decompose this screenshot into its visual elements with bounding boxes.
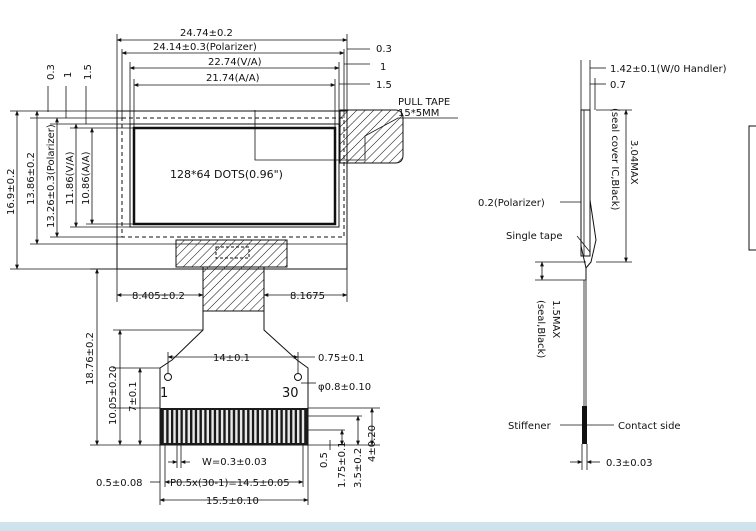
hole-edge-dim: 0.75±0.1 (318, 353, 365, 364)
va-height-dim: 11.86(V/A) (65, 151, 76, 205)
contact-pads (160, 408, 308, 445)
contact-pad (235, 410, 238, 443)
contact-pad (225, 410, 229, 443)
front-view: 128*64 DOTS(0.96") PULL TAPE 15*5MM 24.7… (6, 28, 458, 446)
contact-pad (173, 410, 176, 443)
aa-height-dim: 10.86(A/A) (81, 151, 92, 205)
contact-pad (297, 410, 300, 443)
pull-tape-size: 15*5MM (398, 108, 439, 119)
pad-section-dim: 7±0.1 (128, 381, 139, 412)
contact-pad (259, 410, 262, 443)
fpc-width-dim: 15.5±0.10 (206, 496, 259, 507)
contact-side-label: Contact side (618, 421, 681, 432)
stiffener (582, 406, 587, 444)
contact-pad (163, 410, 167, 443)
active-area (132, 126, 337, 226)
edge-margin-dim: 0.5±0.08 (96, 478, 143, 489)
glass-height-dim: 13.86±0.2 (26, 152, 37, 205)
contact-pad (220, 410, 224, 443)
contact-pad (197, 410, 200, 443)
fpc-neck (202, 266, 265, 312)
dim-3-5: 3.5±0.2 (353, 448, 364, 488)
right-offset-2: 1 (380, 62, 386, 73)
bottom-band (0, 522, 756, 531)
stiffener-label: Stiffener (508, 421, 552, 432)
pin-width-dim: W=0.3±0.03 (202, 457, 267, 468)
polarizer-outline (121, 117, 345, 238)
display-resolution-label: 128*64 DOTS(0.96") (170, 168, 283, 181)
pull-tape (339, 109, 404, 164)
outline-height-dim: 16.9±0.2 (6, 168, 17, 215)
top-offset-2: 1 (63, 72, 74, 78)
contact-pad (273, 410, 276, 443)
pin-first-label: 1 (160, 386, 168, 401)
contact-pad (278, 410, 281, 443)
contact-pad (244, 410, 248, 443)
right-offset-1: 0.3 (376, 44, 392, 55)
va-width-dim: 22.74(V/A) (208, 57, 262, 68)
contact-pad (178, 410, 181, 443)
alignment-hole-right (294, 373, 302, 381)
cover-note: (seal cover IC,Black) (609, 108, 620, 210)
viewing-area (129, 123, 340, 228)
single-tape-label: Single tape (506, 231, 562, 242)
dim-1-75: 1.75±0.1 (337, 441, 348, 488)
contact-pad (268, 410, 271, 443)
contact-pad (239, 410, 243, 443)
side-view: 1.42±0.1(W/0 Handler) 0.7 3.04MAX (seal … (478, 60, 756, 470)
alignment-hole-left (164, 373, 172, 381)
side-thickness-2: 0.7 (610, 80, 626, 91)
contact-pad (201, 410, 205, 443)
contact-pad (192, 410, 195, 443)
contact-pad (282, 410, 286, 443)
contact-pad (187, 410, 190, 443)
fpc-length-dim: 10.05±0.20 (108, 366, 119, 425)
side-thickness-dim: 1.42±0.1(W/0 Handler) (610, 64, 727, 75)
panel-cross-section (580, 109, 591, 257)
contact-pad (230, 410, 233, 443)
total-height-dim: 18.76±0.2 (85, 332, 96, 385)
fpc-thickness-dim: 0.3±0.03 (606, 458, 653, 469)
contact-pad (287, 410, 290, 443)
contact-pad (182, 410, 186, 443)
hole-spacing-dim: 14±0.1 (213, 353, 250, 364)
pull-tape-label: PULL TAPE (398, 97, 450, 108)
contact-pad (254, 410, 257, 443)
contact-pad (301, 410, 305, 443)
contact-pad (292, 410, 295, 443)
contact-pad (211, 410, 214, 443)
pitch-dim: P0.5x(30-1)=14.5±0.05 (170, 478, 290, 489)
contact-pad (249, 410, 252, 443)
seal-height-dim: 1.5MAX (550, 300, 561, 338)
seal-note: (seal,Black) (535, 300, 546, 358)
fpc-detail: 1 30 14±0.1 0.75±0.1 φ0.8±0.10 10.05±0.2… (96, 311, 380, 507)
aa-width-dim: 21.74(A/A) (206, 73, 260, 84)
polarizer-label: 0.2(Polarizer) (478, 198, 545, 209)
top-offset-3: 1.5 (83, 64, 94, 80)
fpc-right-offset: 8.1675 (290, 291, 325, 302)
top-offset-1: 0.3 (46, 64, 57, 80)
right-offset-3: 1.5 (376, 80, 392, 91)
contact-pad (206, 410, 209, 443)
dim-4: 4±0.20 (367, 425, 378, 462)
driver-ic (175, 239, 288, 268)
contact-pad (263, 410, 267, 443)
cover-height-dim: 3.04MAX (628, 140, 639, 185)
pin-last-label: 30 (282, 386, 299, 401)
contact-pad (168, 410, 171, 443)
fpc-left-offset: 8.405±0.2 (132, 291, 185, 302)
contact-pad (216, 410, 219, 443)
hole-diameter-dim: φ0.8±0.10 (318, 382, 371, 393)
outline-width-dim: 24.74±0.2 (180, 28, 233, 39)
polarizer-width-dim: 24.14±0.3(Polarizer) (153, 42, 257, 53)
dim-0-5: 0.5 (319, 452, 330, 468)
polarizer-height-dim: 13.26±0.3(Polarizer) (46, 124, 57, 228)
